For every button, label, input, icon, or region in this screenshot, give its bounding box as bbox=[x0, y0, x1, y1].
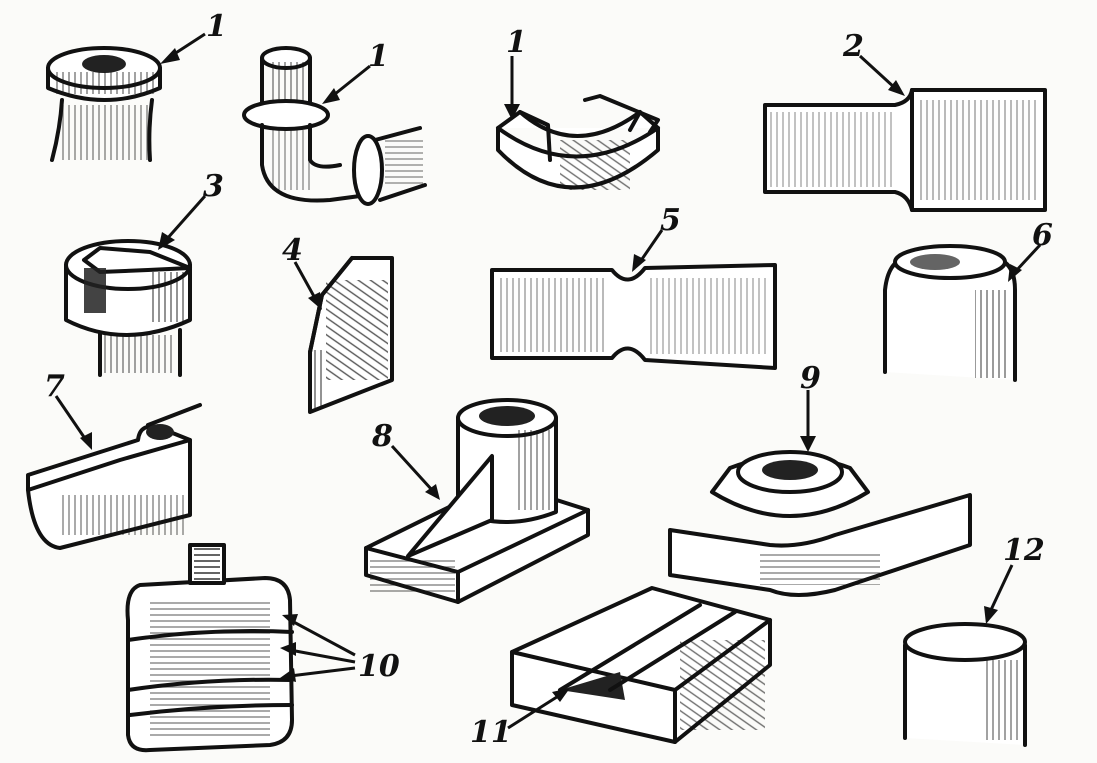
label-12: 12 bbox=[1003, 533, 1045, 568]
label-5: 5 bbox=[660, 203, 681, 238]
part-pipe-elbow bbox=[242, 46, 427, 206]
label-8: 8 bbox=[371, 419, 393, 454]
part-grooved-block bbox=[507, 586, 772, 744]
part-ribbed-flask bbox=[125, 543, 356, 753]
part-shaft-step bbox=[763, 54, 1047, 212]
label-6: 6 bbox=[1032, 218, 1053, 253]
label-11: 11 bbox=[470, 715, 512, 750]
part-raised-boss bbox=[668, 390, 972, 597]
part-boss-rib bbox=[364, 398, 590, 604]
part-shaft-flat bbox=[26, 395, 202, 550]
label-2: 2 bbox=[842, 29, 864, 64]
part-bearing-shell bbox=[496, 56, 660, 190]
part-rounded-end bbox=[883, 243, 1042, 382]
part-flange-collar bbox=[46, 32, 206, 162]
label-4: 4 bbox=[282, 233, 303, 268]
label-1-collar: 1 bbox=[206, 9, 227, 44]
part-slotted-head bbox=[64, 195, 207, 377]
label-7: 7 bbox=[44, 369, 65, 404]
part-shaft-groove bbox=[490, 229, 777, 370]
label-10: 10 bbox=[358, 649, 400, 684]
label-9: 9 bbox=[800, 361, 821, 396]
label-1-shell: 1 bbox=[506, 25, 527, 60]
part-plain-cylinder bbox=[903, 564, 1027, 747]
label-3: 3 bbox=[203, 169, 224, 204]
part-chamfered-plate bbox=[293, 256, 394, 414]
label-1-elbow: 1 bbox=[368, 39, 389, 74]
